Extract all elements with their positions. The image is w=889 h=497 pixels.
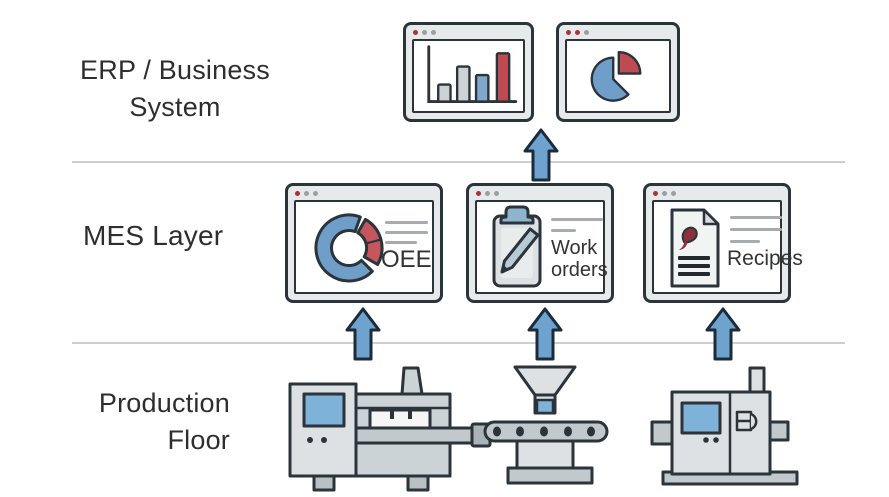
- text-line-placeholder: [730, 240, 760, 243]
- window-dot-icon: [422, 29, 427, 35]
- pie-chart-icon: [590, 50, 642, 102]
- text-line-placeholder: [551, 229, 576, 232]
- window-recipes: Recipes: [643, 183, 803, 303]
- window-work-orders: Work orders: [466, 183, 614, 303]
- oee-label: OEE: [381, 246, 432, 273]
- window-dot-red-icon: [413, 29, 418, 35]
- text-line-placeholder: [385, 241, 417, 244]
- arrow-floor-to-mes-3-icon: [705, 307, 741, 361]
- hopper-conveyor-icon: [483, 365, 609, 485]
- window-content: Work orders: [475, 200, 608, 294]
- text-line-placeholder: [730, 228, 782, 231]
- arrow-mes-to-erp-icon: [523, 128, 559, 182]
- window-dot-icon: [304, 190, 309, 196]
- window-titlebar: [646, 186, 788, 200]
- packaging-machine-icon: [288, 366, 492, 492]
- window-dot-icon: [662, 190, 667, 196]
- bar-chart-icon: [427, 45, 518, 103]
- window-dot-red-icon: [295, 190, 300, 196]
- window-dot-icon: [431, 29, 436, 35]
- window-dot-icon: [671, 190, 676, 196]
- layer-label-erp: ERP / Business System: [80, 55, 270, 122]
- window-bar-chart: [403, 22, 534, 122]
- text-line-placeholder: [385, 231, 428, 234]
- donut-chart-icon: [314, 213, 384, 283]
- window-titlebar: [406, 25, 531, 39]
- window-content: OEE: [294, 200, 434, 294]
- recipes-label: Recipes: [727, 247, 803, 270]
- layer-divider-top: [72, 161, 845, 163]
- text-line-placeholder: [385, 221, 428, 224]
- window-dot-red-icon: [575, 29, 580, 35]
- window-dot-red-icon: [653, 190, 658, 196]
- window-dot-icon: [313, 190, 318, 196]
- window-titlebar: [288, 186, 440, 200]
- text-line-placeholder: [551, 218, 603, 221]
- window-content: [412, 39, 525, 113]
- window-pie-chart: [556, 22, 680, 122]
- window-content: Recipes: [652, 200, 803, 294]
- window-oee: OEE: [285, 183, 443, 303]
- window-titlebar: [559, 25, 677, 39]
- industrial-machine-icon: [650, 366, 799, 486]
- window-dot-icon: [494, 190, 499, 196]
- document-icon: [670, 208, 720, 288]
- window-dot-red-icon: [476, 190, 481, 196]
- work-orders-label: Work orders: [551, 237, 608, 281]
- window-dot-icon: [485, 190, 490, 196]
- layer-label-mes: MES Layer: [83, 220, 224, 251]
- clipboard-pencil-icon: [492, 205, 542, 288]
- arrow-floor-to-mes-2-icon: [527, 307, 563, 361]
- window-content: [565, 39, 671, 113]
- window-dot-icon: [584, 29, 589, 35]
- layer-divider-bottom: [72, 342, 845, 344]
- window-dot-red-icon: [566, 29, 571, 35]
- window-titlebar: [469, 186, 611, 200]
- text-line-placeholder: [730, 216, 782, 219]
- layer-label-production: Production Floor: [98, 388, 230, 455]
- arrow-floor-to-mes-1-icon: [345, 307, 381, 361]
